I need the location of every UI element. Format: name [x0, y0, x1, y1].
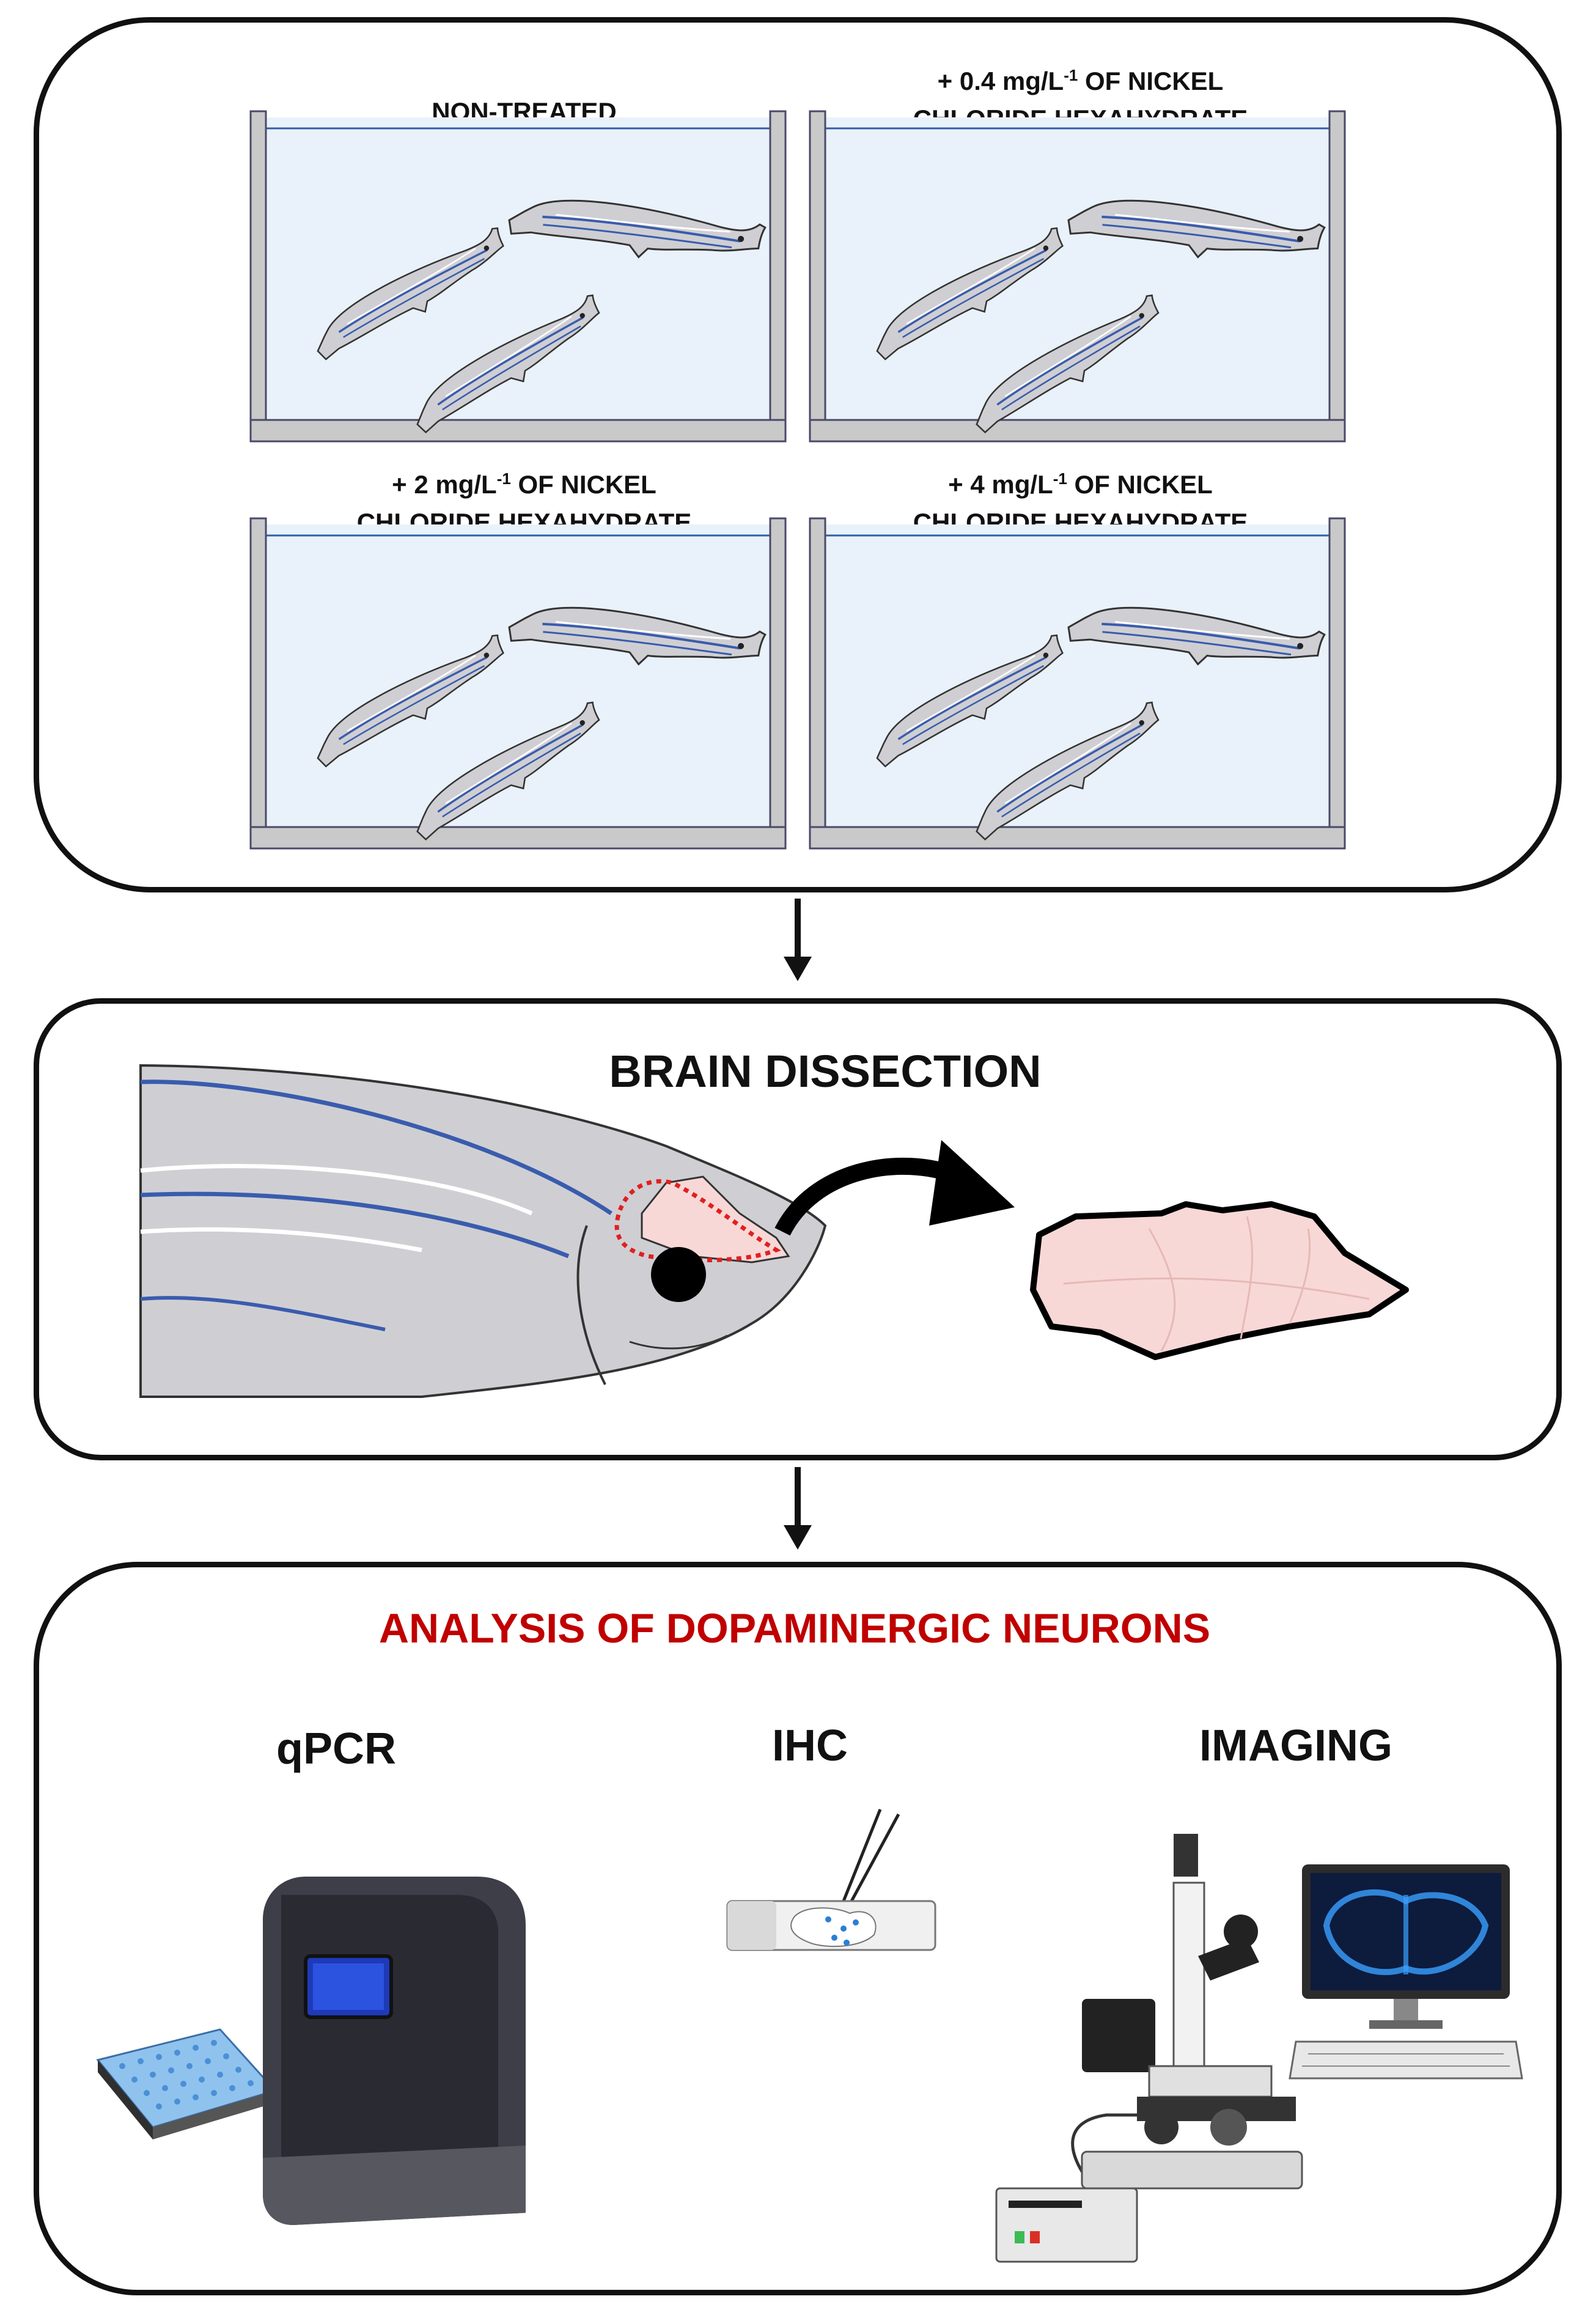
pcr-plate-icon: [96, 2028, 277, 2139]
tank-2: [251, 524, 785, 848]
fish-head-illustration: [139, 1064, 827, 1398]
tank-4: [810, 524, 1345, 848]
dissected-brain: [1030, 1201, 1409, 1360]
method-label-ihc: IHC: [772, 1721, 848, 1770]
curved-arrow: [774, 1140, 1015, 1236]
down-arrow-2: [784, 1467, 812, 1550]
ihc-slide-icon: [726, 1809, 936, 1951]
tank-0-4: [810, 117, 1345, 441]
computer-monitor-icon: [1289, 1864, 1523, 2080]
method-label-imaging: IMAGING: [1199, 1721, 1392, 1770]
analysis-title: ANALYSIS OF DOPAMINERGIC NEURONS: [378, 1605, 1211, 1652]
tank-non-treated: [251, 117, 785, 441]
microscope-icon: [995, 1834, 1303, 2263]
method-label-qpcr: qPCR: [276, 1724, 396, 1773]
down-arrow-1: [784, 899, 812, 981]
dissection-title: BRAIN DISSECTION: [609, 1046, 1042, 1097]
qpcr-machine-icon: [263, 1877, 526, 2225]
